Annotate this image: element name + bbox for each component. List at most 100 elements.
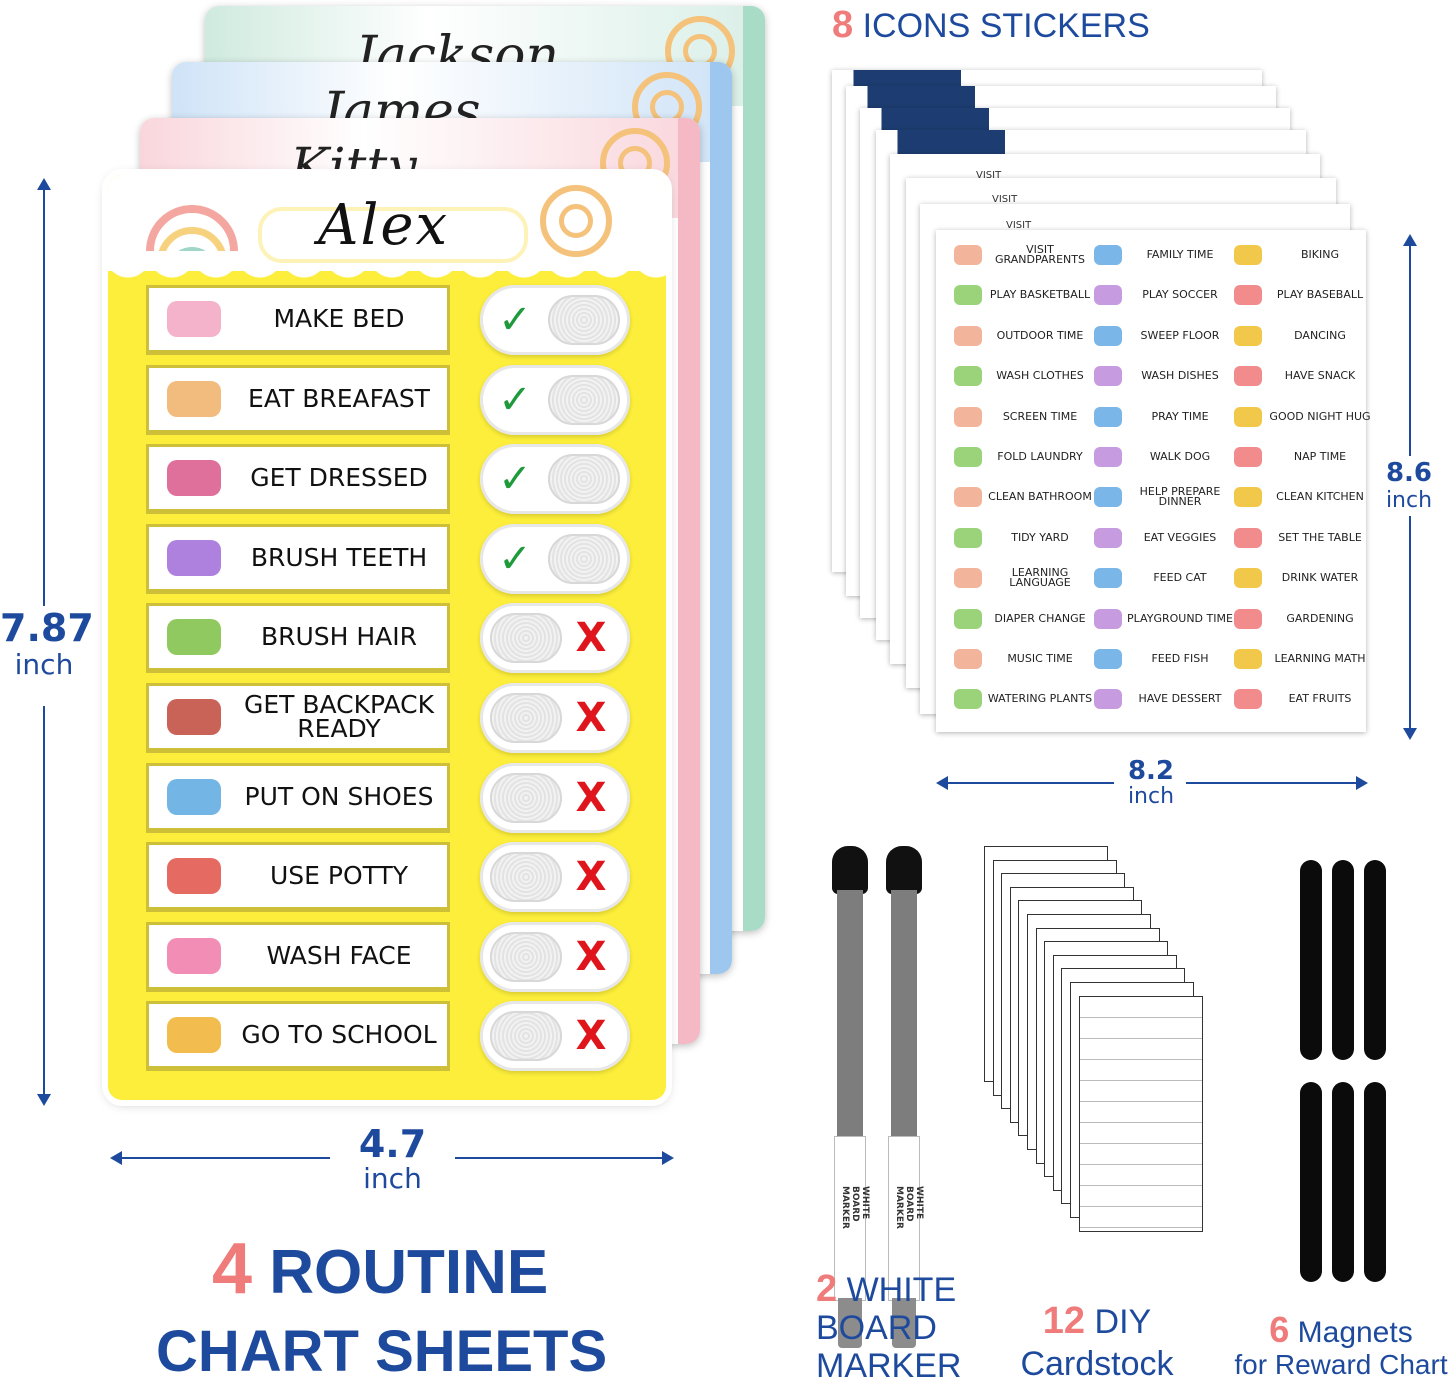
task-label: PUT ON SHOES [244,781,434,811]
sticker-label: HAVE DESSERT [1138,692,1222,706]
cross-icon: X [575,1013,607,1060]
sticker-icon [1234,689,1262,710]
sticker-icon [1094,245,1122,265]
sticker-item: FEED CAT [1094,559,1234,597]
magnets-caption: 6 Magnets for Reward Chart [1230,1312,1452,1381]
routine-line2: CHART SHEETS [156,1319,608,1384]
task-label: GET DRESSED [250,463,428,493]
sheet-height-value: 8.6 [1385,458,1433,488]
sticker-icon [1094,568,1122,589]
sticker-icon [1234,406,1262,427]
magnet-strip [1364,1082,1386,1282]
toggle-knob[interactable] [548,454,620,505]
toggle-knob[interactable] [490,852,562,903]
sticker-icon [1094,689,1122,710]
sticker-label: CLEAN BATHROOM [988,490,1092,504]
task-toggle-todo[interactable]: X [480,842,630,913]
magnet-strip [1332,1082,1354,1282]
sticker-label: BIKING [1300,248,1339,261]
sticker-label: DRINK WATER [1281,571,1359,585]
stickers-title: 8 ICONS STICKERS [832,4,1150,47]
clothes-icon [159,452,237,504]
task-label: GO TO SCHOOL [241,1020,437,1050]
cross-icon: X [575,933,607,980]
marker-imprint: WHITE BOARD MARKER [894,1186,924,1229]
sticker-icon [954,245,982,265]
sticker-label: HAVE SNACK [1284,369,1356,383]
task-label: WASH FACE [266,940,412,970]
sticker-item: FEED FISH [1094,640,1234,678]
toggle-knob[interactable] [548,533,620,584]
sticker-item: WALK DOG [1094,438,1234,476]
task-toggle-done[interactable]: ✓ [480,285,630,355]
sticker-icon [1094,285,1122,306]
sticker-item: PRAY TIME [1094,398,1234,436]
check-icon: ✓ [498,297,532,343]
task-toggle-todo[interactable]: X [480,603,630,674]
sticker-icon [1094,325,1122,346]
task-toggle-done[interactable]: ✓ [480,444,630,515]
cardstock-line2: Cardstock [1020,1345,1174,1383]
stickers-count: 8 [832,4,854,46]
sticker-label: FEED CAT [1153,571,1207,585]
sticker-icon [1094,406,1122,427]
sticker-icon [1094,608,1122,629]
sticker-label: LEARNING MATH [1274,652,1366,665]
routine-line1: ROUTINE [269,1238,549,1307]
sticker-peek-label: VISIT [976,170,1002,181]
task-toggle-todo[interactable]: X [480,683,630,753]
markers-count: 2 [816,1268,838,1310]
magnet-strip [1300,1082,1322,1282]
sticker-label: EAT VEGGIES [1143,530,1217,544]
task-toggle-done[interactable]: ✓ [480,364,630,435]
sticker-icon [1094,447,1122,467]
task-row: USE POTTY [146,842,450,913]
backpack-icon [159,691,237,743]
sticker-label: CLEAN KITCHEN [1276,490,1364,504]
toggle-knob[interactable] [490,772,562,823]
sticker-label: NAP TIME [1293,450,1347,463]
sticker-item: MUSIC TIME [954,640,1094,678]
sticker-icon [954,325,982,346]
sticker-label: PLAY BASEBALL [1276,288,1364,302]
sticker-label: SET THE TABLE [1278,530,1362,544]
routine-chart-alex: Alex MAKE BED✓EAT BREAFAST✓GET DRESSED✓B… [108,175,666,1100]
sticker-label: GARDENING [1286,611,1354,625]
sticker-icon [954,568,982,589]
task-toggle-done[interactable]: ✓ [480,523,630,594]
wash-face-icon [159,930,237,982]
toggle-knob[interactable] [490,613,562,664]
cardstock-card [1078,995,1203,1232]
sticker-icon [1234,366,1262,387]
cross-icon: X [575,695,607,741]
sticker-icon [1094,649,1122,669]
sticker-icon [1234,447,1262,467]
breakfast-icon [159,373,237,425]
toggle-knob[interactable] [490,931,562,982]
sticker-icon [1234,285,1262,306]
sticker-icon [1234,487,1262,508]
sticker-icon [954,608,982,629]
sticker-item: BIKING [1234,236,1374,274]
sticker-icon [1234,608,1262,629]
magnet-strip [1364,860,1386,1060]
sticker-peek-label: VISIT [992,194,1018,205]
cardstock-count: 12 [1042,1300,1086,1342]
task-toggle-todo[interactable]: X [480,762,630,833]
sticker-label: OUTDOOR TIME [996,328,1084,342]
check-icon: ✓ [498,535,532,582]
sticker-item: SWEEP FLOOR [1094,317,1234,355]
toggle-knob[interactable] [548,295,620,345]
toggle-knob[interactable] [490,1011,562,1062]
sticker-item: EAT VEGGIES [1094,519,1234,557]
sticker-label: SWEEP FLOOR [1140,328,1220,342]
task-toggle-todo[interactable]: X [480,1001,630,1072]
toggle-knob[interactable] [490,693,562,743]
task-toggle-todo[interactable]: X [480,921,630,992]
sticker-item: SET THE TABLE [1234,519,1374,557]
sticker-label: WATERING PLANTS [987,692,1093,706]
toggle-knob[interactable] [548,374,620,425]
bed-icon [159,293,237,345]
sticker-label: WASH DISHES [1141,369,1219,383]
task-row: WASH FACE [146,921,450,992]
